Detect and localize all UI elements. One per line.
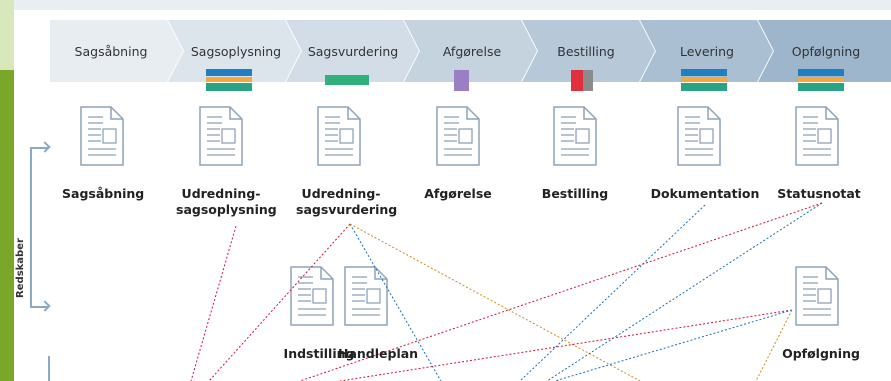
chevron-sagsoplysning [168, 20, 301, 82]
connector-line [349, 223, 641, 381]
chevron-sagsaabning [50, 20, 183, 82]
connector-line [519, 204, 706, 381]
bottom-divider [48, 356, 50, 381]
doc-label-opfoelgning: Opfølgning [782, 346, 860, 361]
doc-label-bestilling: Bestilling [541, 186, 609, 201]
thumbnail-sagsoplysning [206, 69, 252, 91]
chevron-afgoerelse [404, 20, 537, 82]
thumbnail-levering [681, 69, 727, 91]
stage-label-bestilling: Bestilling [557, 43, 615, 59]
doc-label-dokumentation: Dokumentation [650, 186, 760, 201]
bracket-arrow-top [30, 147, 48, 149]
stage-label-sagsvurdering: Sagsvurdering [307, 43, 399, 59]
stage-label-afgoerelse: Afgørelse [442, 43, 502, 59]
redskaber-bracket [30, 147, 32, 307]
stage-label-sagsaabning: Sagsåbning [74, 43, 148, 59]
connector-line [546, 202, 823, 381]
thumbnail-sagsvurdering [325, 75, 369, 85]
chevron-bestilling [522, 20, 655, 82]
stage-label-opfoelgning: Opfølgning [791, 43, 861, 59]
panel-top-edge [14, 0, 891, 10]
green-left-strip [0, 70, 14, 381]
connector-line [554, 309, 793, 381]
doc-label-udredning-sagsvurdering: Udredning- sagsvurdering [296, 186, 398, 217]
thumbnail-opfoelgning [798, 69, 844, 91]
connector-line [208, 223, 351, 381]
stage-label-sagsoplysning: Sagsoplysning [190, 43, 282, 59]
connector-line [339, 309, 793, 381]
thumbnail-bestilling [571, 70, 593, 91]
doc-label-statusnotat: Statusnotat [777, 186, 861, 201]
doc-label-sagsaabning: Sagsåbning [62, 186, 145, 201]
doc-label-afgoerelse: Afgørelse [424, 186, 492, 201]
doc-label-handleplan: Handleplan [338, 346, 419, 361]
doc-label-udredning-sagsoplysning: Udredning- sagsoplysning [176, 186, 277, 217]
doc-label-indstilling: Indstilling [283, 346, 355, 361]
chevron-opfoelgning [758, 20, 891, 82]
connector-line [190, 225, 237, 381]
chevron-sagsvurdering [286, 20, 419, 82]
thumbnail-afgoerelse [454, 70, 469, 91]
chevron-levering [640, 20, 773, 82]
connector-line [755, 309, 793, 381]
bracket-arrow-bottom [30, 306, 48, 308]
stage-label-levering: Levering [680, 43, 734, 59]
